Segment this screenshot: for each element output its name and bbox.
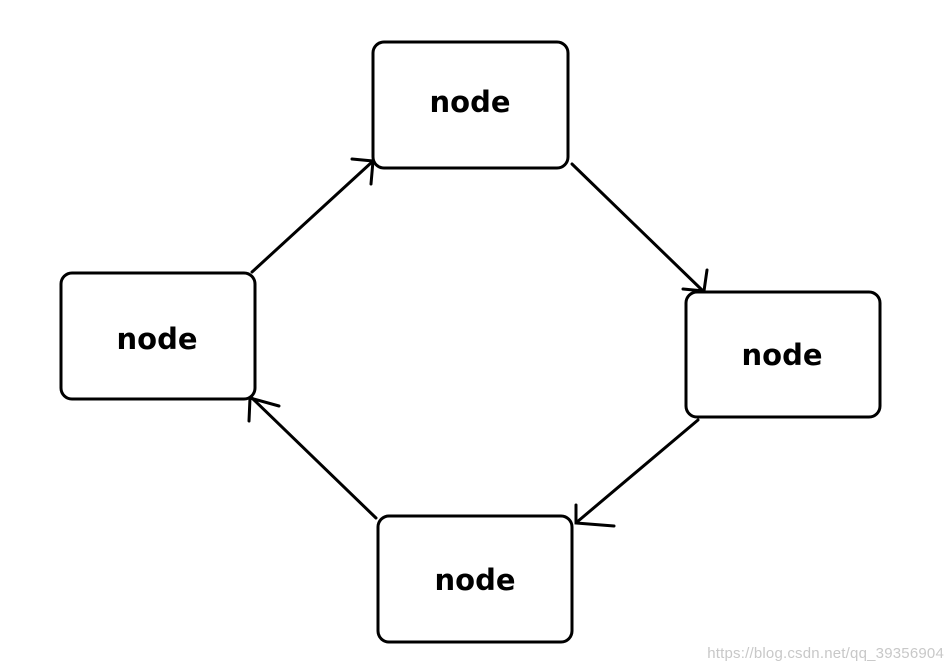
node-bottom: node <box>376 514 574 644</box>
node-bottom-label: node <box>435 563 516 597</box>
node-top: node <box>371 40 570 170</box>
node-right: node <box>684 290 882 419</box>
node-top-label: node <box>430 85 511 119</box>
edge-top-to-right <box>570 162 709 293</box>
edge-bottom-to-left <box>247 396 378 520</box>
node-right-label: node <box>742 338 823 372</box>
edge-right-to-bottom <box>574 418 700 528</box>
node-left-label: node <box>117 322 198 356</box>
edge-left-to-top <box>250 157 375 274</box>
node-left: node <box>59 271 257 401</box>
watermark-text: https://blog.csdn.net/qq_39356904 <box>707 645 944 662</box>
